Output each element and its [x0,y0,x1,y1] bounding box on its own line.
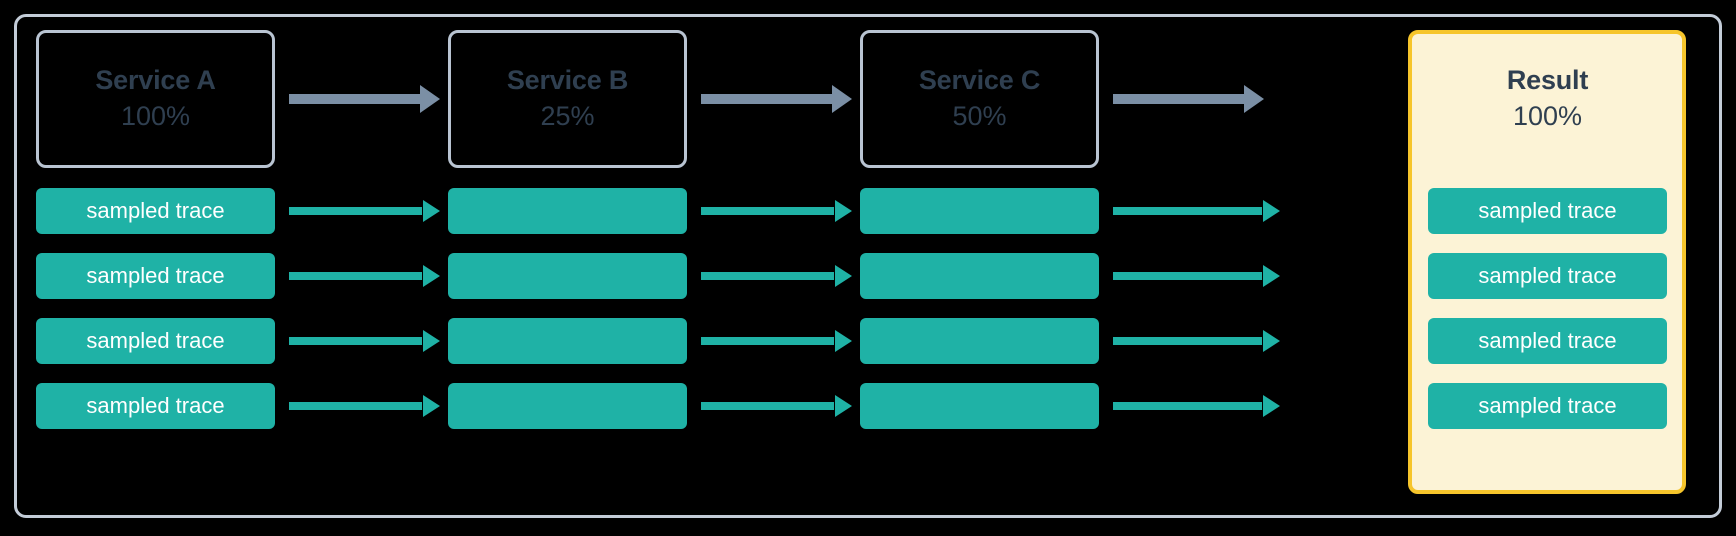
arrow-shaft [289,207,422,215]
column-service-a: Service A 100% sampled trace sampled tra… [36,0,275,536]
trace-label: sampled trace [1478,393,1617,418]
arrow-head [835,395,852,417]
arrow-right-icon [1113,395,1280,417]
result-box[interactable]: Result 100% [1428,30,1667,168]
service-b-name: Service B [506,65,629,96]
arrow-shaft [701,337,834,345]
arrow-right-icon [289,330,440,352]
arrow-head [423,330,440,352]
arrow-right-icon [1113,330,1280,352]
trace-bar[interactable] [860,188,1099,234]
trace-bar[interactable]: sampled trace [1428,253,1667,299]
arrow-right-icon [701,265,852,287]
trace-bar[interactable] [860,253,1099,299]
arrow-head [1263,395,1280,417]
service-a-rate: 100% [120,101,191,131]
trace-bar[interactable] [448,188,687,234]
trace-label: sampled trace [1478,198,1617,223]
arrow-head [1263,330,1280,352]
trace-label: sampled trace [1478,263,1617,288]
trace-bar[interactable]: sampled trace [1428,318,1667,364]
diagram-outer-frame [14,14,1722,518]
trace-bar[interactable]: sampled trace [1428,383,1667,429]
column-result: Result 100% sampled trace sampled trace … [1428,0,1667,536]
arrow-right-icon [289,200,440,222]
trace-bar[interactable]: sampled trace [36,188,275,234]
result-rate: 100% [1512,101,1583,131]
arrow-right-icon [701,395,852,417]
trace-bar[interactable]: sampled trace [36,253,275,299]
arrow-shaft [701,94,834,104]
arrow-right-icon [1113,265,1280,287]
arrow-right-icon [701,330,852,352]
trace-bar[interactable]: sampled trace [36,383,275,429]
arrow-head [835,265,852,287]
arrow-shaft [1113,207,1262,215]
arrow-head [423,265,440,287]
arrow-shaft [289,337,422,345]
arrow-head [420,85,440,113]
trace-label: sampled trace [86,328,225,353]
trace-label: sampled trace [86,393,225,418]
arrow-right-icon [289,395,440,417]
arrow-shaft [1113,272,1262,280]
arrow-head [835,330,852,352]
arrow-right-icon [289,265,440,287]
arrow-right-icon [1113,85,1264,113]
service-box-b[interactable]: Service B 25% [448,30,687,168]
trace-bar[interactable] [860,318,1099,364]
arrow-head [423,395,440,417]
service-c-rate: 50% [952,101,1007,131]
arrow-right-icon [701,85,852,113]
arrow-head [1244,85,1264,113]
trace-label: sampled trace [86,263,225,288]
trace-bar[interactable] [448,383,687,429]
arrow-shaft [1113,402,1262,410]
arrow-shaft [701,402,834,410]
arrow-head [423,200,440,222]
arrow-head [1263,200,1280,222]
trace-label: sampled trace [1478,328,1617,353]
arrow-shaft [289,402,422,410]
service-c-name: Service C [918,65,1041,96]
arrow-shaft [289,94,422,104]
column-service-c: Service C 50% [860,0,1099,536]
arrow-shaft [1113,337,1262,345]
arrow-shaft [289,272,422,280]
result-name: Result [1506,65,1589,96]
trace-bar[interactable]: sampled trace [1428,188,1667,234]
trace-bar[interactable] [448,318,687,364]
arrow-right-icon [289,85,440,113]
arrow-right-icon [701,200,852,222]
trace-label: sampled trace [86,198,225,223]
service-b-rate: 25% [540,101,595,131]
arrow-right-icon [1113,200,1280,222]
arrow-shaft [701,207,834,215]
trace-bar[interactable] [860,383,1099,429]
arrow-head [835,200,852,222]
arrow-head [1263,265,1280,287]
arrow-shaft [1113,94,1246,104]
arrow-head [832,85,852,113]
service-a-name: Service A [95,65,216,96]
trace-bar[interactable] [448,253,687,299]
arrow-shaft [701,272,834,280]
service-box-a[interactable]: Service A 100% [36,30,275,168]
trace-bar[interactable]: sampled trace [36,318,275,364]
service-box-c[interactable]: Service C 50% [860,30,1099,168]
column-service-b: Service B 25% [448,0,687,536]
